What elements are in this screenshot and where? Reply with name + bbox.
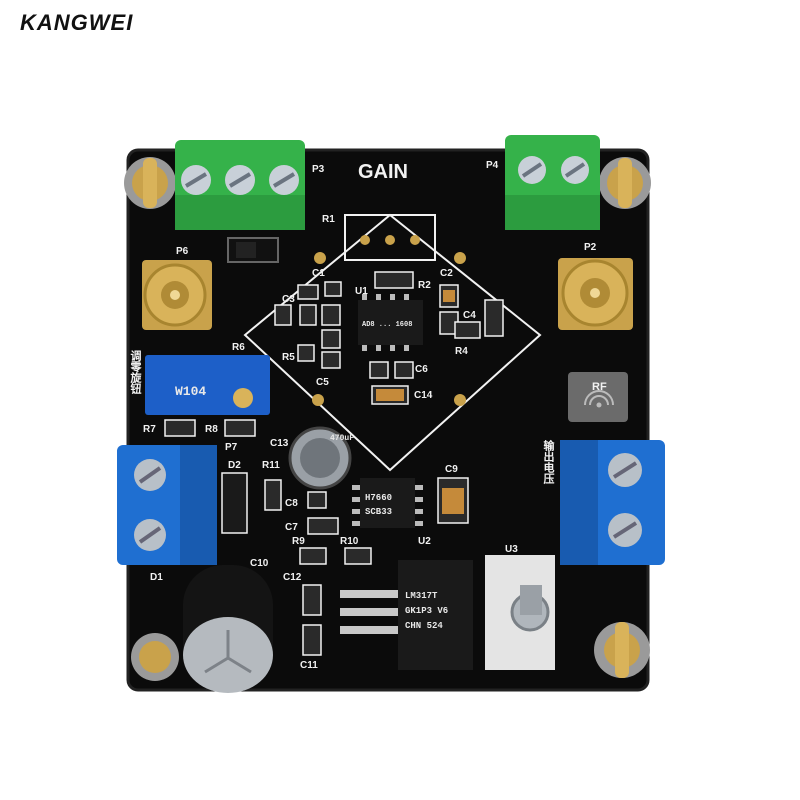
rf-sticker — [568, 372, 628, 422]
label-c4: C4 — [463, 310, 476, 321]
brass-standoff-bottom-right — [594, 622, 650, 678]
label-r4: R4 — [455, 346, 468, 357]
label-r5: R5 — [282, 352, 295, 363]
resistor-row-r7-r8 — [164, 419, 256, 437]
label-u3: U3 — [505, 544, 518, 555]
label-r2: R2 — [418, 280, 431, 291]
chip-u3-marking-2: GK1P3 V6 — [405, 606, 448, 616]
brass-standoff-top-right — [599, 157, 651, 209]
label-r1: R1 — [322, 214, 335, 225]
sma-connector-p6 — [142, 260, 212, 330]
chip-u2 — [352, 478, 423, 528]
chip-u3-marking-1: LM317T — [405, 591, 438, 601]
gain-diamond-outline — [243, 213, 542, 472]
label-p4: P4 — [486, 160, 499, 171]
brass-standoff-bottom-left — [131, 633, 179, 681]
terminal-block-p4 — [505, 135, 600, 230]
label-r6: R6 — [232, 342, 245, 353]
label-c3: C3 — [282, 294, 295, 305]
chip-u1-marking: AD8 ... 1608 — [362, 321, 412, 329]
label-r9: R9 — [292, 536, 305, 547]
cap-c13-marking: 470uF — [330, 434, 354, 443]
label-c5: C5 — [316, 377, 329, 388]
label-c9: C9 — [445, 464, 458, 475]
capacitor-c9 — [437, 477, 469, 524]
electrolytic-capacitor-c10 — [183, 565, 273, 693]
label-c7: C7 — [285, 522, 298, 533]
chip-u2-marking-1: H7660 — [365, 493, 392, 503]
r1-header — [344, 214, 436, 261]
label-r7: R7 — [143, 424, 156, 435]
chip-u3-marking-3: CHN 524 — [405, 621, 443, 631]
label-u1: U1 — [355, 286, 368, 297]
label-d1: D1 — [150, 572, 163, 583]
brand-logo: KANGWEI — [20, 10, 134, 35]
label-p6: P6 — [176, 246, 189, 257]
terminal-block-right — [560, 440, 665, 565]
label-p2: P2 — [584, 242, 597, 253]
electrolytic-capacitor-c13 — [288, 426, 352, 490]
side-text-right: 输出电压 — [542, 439, 555, 485]
brass-standoff-top-left — [124, 157, 176, 209]
label-p7: P7 — [225, 442, 238, 453]
trim-potentiometer-r6 — [145, 355, 270, 415]
label-c2: C2 — [440, 268, 453, 279]
rf-label: RF — [592, 381, 607, 393]
chip-u1 — [358, 294, 423, 351]
chip-u2-marking-2: SCB33 — [365, 507, 392, 517]
label-r11: R11 — [262, 460, 280, 471]
label-d2: D2 — [228, 460, 241, 471]
sma-connector-p2 — [558, 258, 633, 330]
label-c8: C8 — [285, 498, 298, 509]
label-u2: U2 — [418, 536, 431, 547]
label-r8: R8 — [205, 424, 218, 435]
terminal-block-p7 — [117, 445, 217, 565]
label-c10: C10 — [250, 558, 269, 569]
label-c12: C12 — [283, 572, 302, 583]
pot-marking: W104 — [175, 384, 206, 399]
regulator-u3 — [340, 555, 555, 670]
terminal-block-p3 — [175, 140, 305, 230]
label-c13: C13 — [270, 438, 289, 449]
label-c6: C6 — [415, 364, 428, 375]
resistor-r11 — [264, 479, 282, 511]
label-c1: C1 — [312, 268, 325, 279]
smd-components-u2-area — [299, 491, 372, 656]
side-text-left: 调零旋钮 — [129, 349, 143, 395]
label-c14: C14 — [414, 390, 433, 401]
jumper-p5 — [227, 237, 279, 263]
label-p3: P3 — [312, 164, 325, 175]
label-r10: R10 — [340, 536, 359, 547]
diode-d2 — [221, 472, 248, 534]
label-c11: C11 — [300, 660, 318, 671]
gain-label: GAIN — [358, 161, 408, 183]
